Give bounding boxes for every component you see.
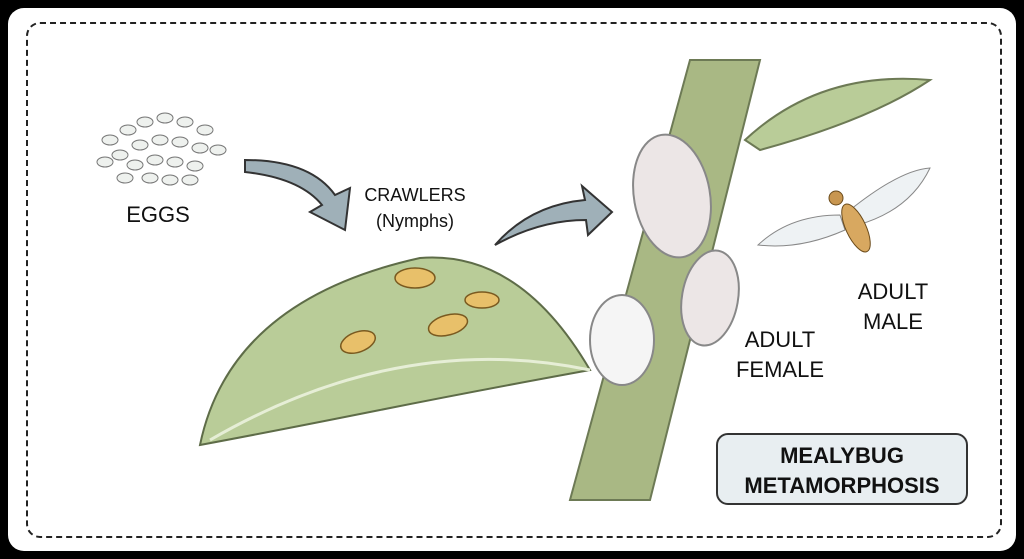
eggs-icon xyxy=(96,112,227,186)
adult-female-label-line1: ADULT xyxy=(744,327,816,352)
nymph-icon xyxy=(339,267,500,354)
title-box: MEALYBUG METAMORPHOSIS xyxy=(716,433,968,505)
dashed-border xyxy=(26,22,1002,538)
adult-male-label-line1: ADULT xyxy=(857,279,929,304)
adult-female-icon xyxy=(589,133,740,386)
adult-female-label-line2: FEMALE xyxy=(735,357,825,382)
title-line2: METAMORPHOSIS xyxy=(744,473,940,498)
leaf-vein xyxy=(209,357,591,442)
crawlers-sublabel: (Nymphs) xyxy=(375,211,454,231)
arrow-icon xyxy=(494,183,614,246)
eggs-label: EGGS xyxy=(126,202,190,227)
leaf xyxy=(198,256,592,447)
arrow-icon xyxy=(244,158,352,232)
title-line1: MEALYBUG xyxy=(780,443,904,468)
adult-male-icon xyxy=(756,167,931,253)
upper-leaf xyxy=(743,77,933,152)
adult-male-label-line2: MALE xyxy=(863,309,923,334)
crawlers-label: CRAWLERS xyxy=(364,185,466,205)
